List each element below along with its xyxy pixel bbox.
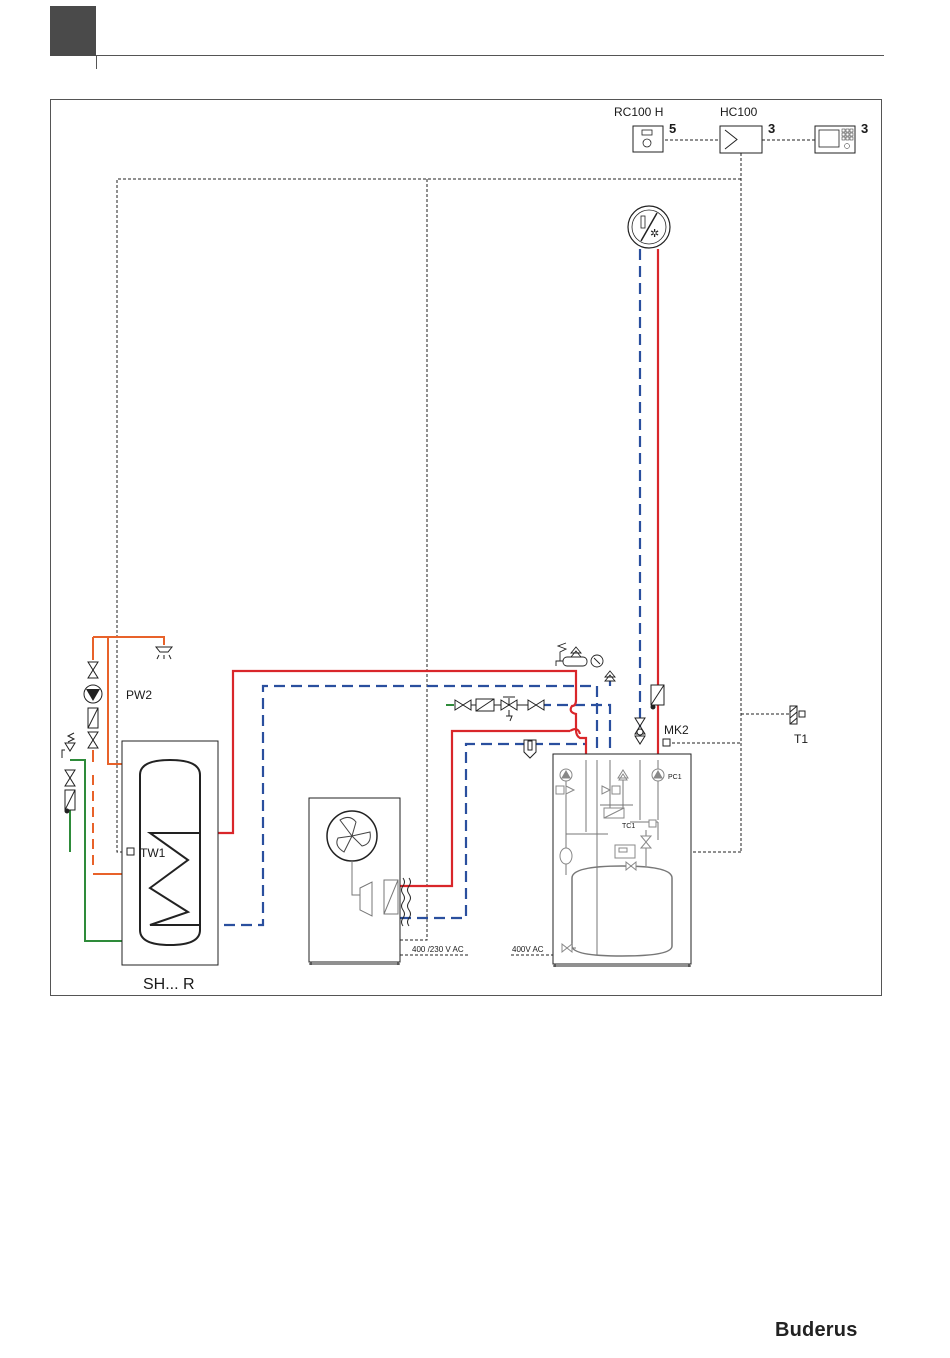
tc1-label: TC1 <box>622 823 635 830</box>
brand-logo: Buderus <box>775 1319 858 1342</box>
svg-text:✲: ✲ <box>650 227 659 240</box>
valve-icon <box>88 732 98 748</box>
shower-icon <box>156 647 172 659</box>
pc1-label: PC1 <box>668 774 682 781</box>
sensor-icon <box>651 685 664 709</box>
fan-icon <box>327 811 377 861</box>
valve-icon <box>455 697 544 721</box>
hc100-module <box>720 126 762 153</box>
valve-icon <box>88 662 98 678</box>
outdoor-sensor <box>790 706 805 724</box>
indoor-unit <box>553 754 691 967</box>
t1-label: T1 <box>794 732 808 746</box>
sensor-icon <box>524 740 536 758</box>
indoor-supply-label: 400V AC <box>512 945 544 954</box>
dhw-tank <box>122 741 218 965</box>
thermostat-icon: ✲ <box>628 206 670 248</box>
rc100-number: 5 <box>669 121 676 136</box>
display-number: 3 <box>861 121 868 136</box>
outdoor-supply-label: 400 /230 V AC <box>412 945 464 954</box>
sensor-icon <box>88 708 98 728</box>
safety-valve-icon <box>556 643 615 681</box>
tw1-label: TW1 <box>140 846 166 860</box>
pw2-label: PW2 <box>126 688 152 702</box>
hc100-label: HC100 <box>720 105 758 119</box>
hc100-number: 3 <box>768 121 775 136</box>
mk2-label: MK2 <box>664 723 689 737</box>
rc100-controller <box>633 126 663 152</box>
valve-icon <box>635 718 645 744</box>
display-icon <box>815 126 855 153</box>
pump-icon <box>84 685 102 703</box>
rc100-label: RC100 H <box>614 105 663 119</box>
mk2-sensor <box>663 739 670 746</box>
tw1-sensor <box>127 848 134 855</box>
safety-valve-icon <box>62 733 75 813</box>
tank-name-label: SH... R <box>143 976 195 993</box>
